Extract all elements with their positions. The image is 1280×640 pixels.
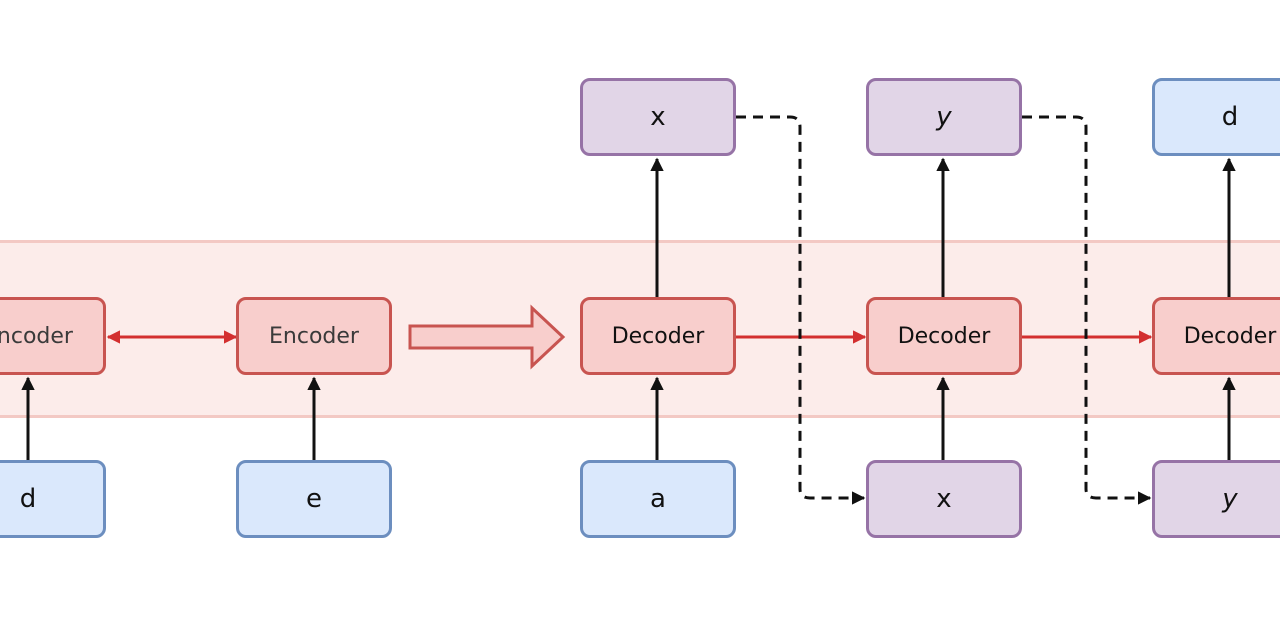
dashed-feedback-y bbox=[1022, 115, 1152, 505]
decoder-block-2: Decoder bbox=[866, 297, 1022, 375]
output-token-x: x bbox=[580, 78, 736, 156]
token-label: y bbox=[1222, 484, 1238, 514]
output-token-y: y bbox=[866, 78, 1022, 156]
hollow-arrow-encoder-to-decoder bbox=[408, 304, 566, 370]
decoder-label: Decoder bbox=[611, 323, 705, 349]
input-token-e: e bbox=[236, 460, 392, 538]
token-label: y bbox=[936, 102, 952, 132]
input-token-d: d bbox=[0, 460, 106, 538]
token-label: e bbox=[306, 484, 322, 514]
decoder-label: Decoder bbox=[1183, 323, 1277, 349]
input-token-a: a bbox=[580, 460, 736, 538]
decoder-block-3: Decoder bbox=[1152, 297, 1280, 375]
output-token-d: d bbox=[1152, 78, 1280, 156]
encoder-block-1: Encoder bbox=[0, 297, 106, 375]
decoder-label: Decoder bbox=[897, 323, 991, 349]
decoder-block-1: Decoder bbox=[580, 297, 736, 375]
encoder-block-2: Encoder bbox=[236, 297, 392, 375]
encoder-label: Encoder bbox=[269, 323, 359, 349]
token-label: x bbox=[650, 102, 666, 132]
encoder-label: Encoder bbox=[0, 323, 73, 349]
input-token-y: y bbox=[1152, 460, 1280, 538]
token-label: d bbox=[19, 484, 37, 514]
token-label: x bbox=[936, 484, 952, 514]
dashed-feedback-x bbox=[736, 115, 866, 505]
token-label: a bbox=[650, 484, 666, 514]
token-label: d bbox=[1221, 102, 1239, 132]
input-token-x: x bbox=[866, 460, 1022, 538]
